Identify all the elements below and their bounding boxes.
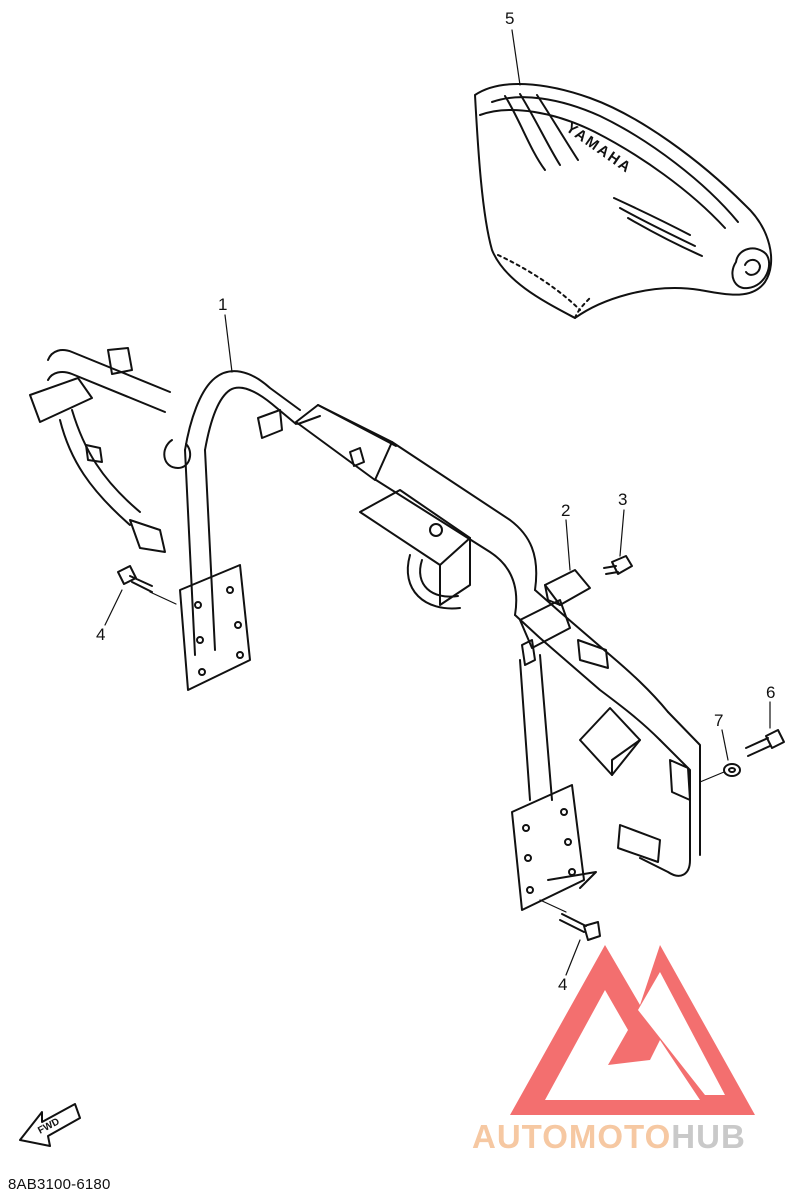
diagram-code: 8AB3100-6180 bbox=[8, 1176, 111, 1193]
callout-4-right: 4 bbox=[558, 975, 568, 994]
callout-3: 3 bbox=[618, 490, 628, 509]
fwd-arrow-icon bbox=[19, 1103, 81, 1147]
watermark-text: AUTOMOTOHUB bbox=[472, 1118, 746, 1156]
bolt-icon bbox=[745, 729, 785, 757]
callout-6: 6 bbox=[766, 683, 776, 702]
bolt-icon bbox=[117, 565, 153, 593]
bracket-icon bbox=[544, 569, 591, 606]
leader-lines bbox=[104, 29, 771, 976]
callout-5: 5 bbox=[505, 9, 515, 28]
frame-icon bbox=[29, 347, 701, 911]
seat-icon bbox=[474, 83, 773, 319]
callout-4-left: 4 bbox=[96, 625, 106, 644]
callout-1: 1 bbox=[218, 295, 228, 314]
callout-2: 2 bbox=[561, 501, 571, 520]
logo-icon bbox=[510, 945, 755, 1115]
bolt-icon bbox=[559, 913, 601, 941]
watermark-part1: AUTOMOTO bbox=[472, 1118, 672, 1155]
bolt-icon bbox=[603, 555, 633, 575]
fwd-label: FWD bbox=[36, 1116, 61, 1136]
callout-7: 7 bbox=[714, 711, 724, 730]
washer-icon bbox=[723, 763, 741, 777]
watermark-part2: HUB bbox=[671, 1118, 746, 1155]
